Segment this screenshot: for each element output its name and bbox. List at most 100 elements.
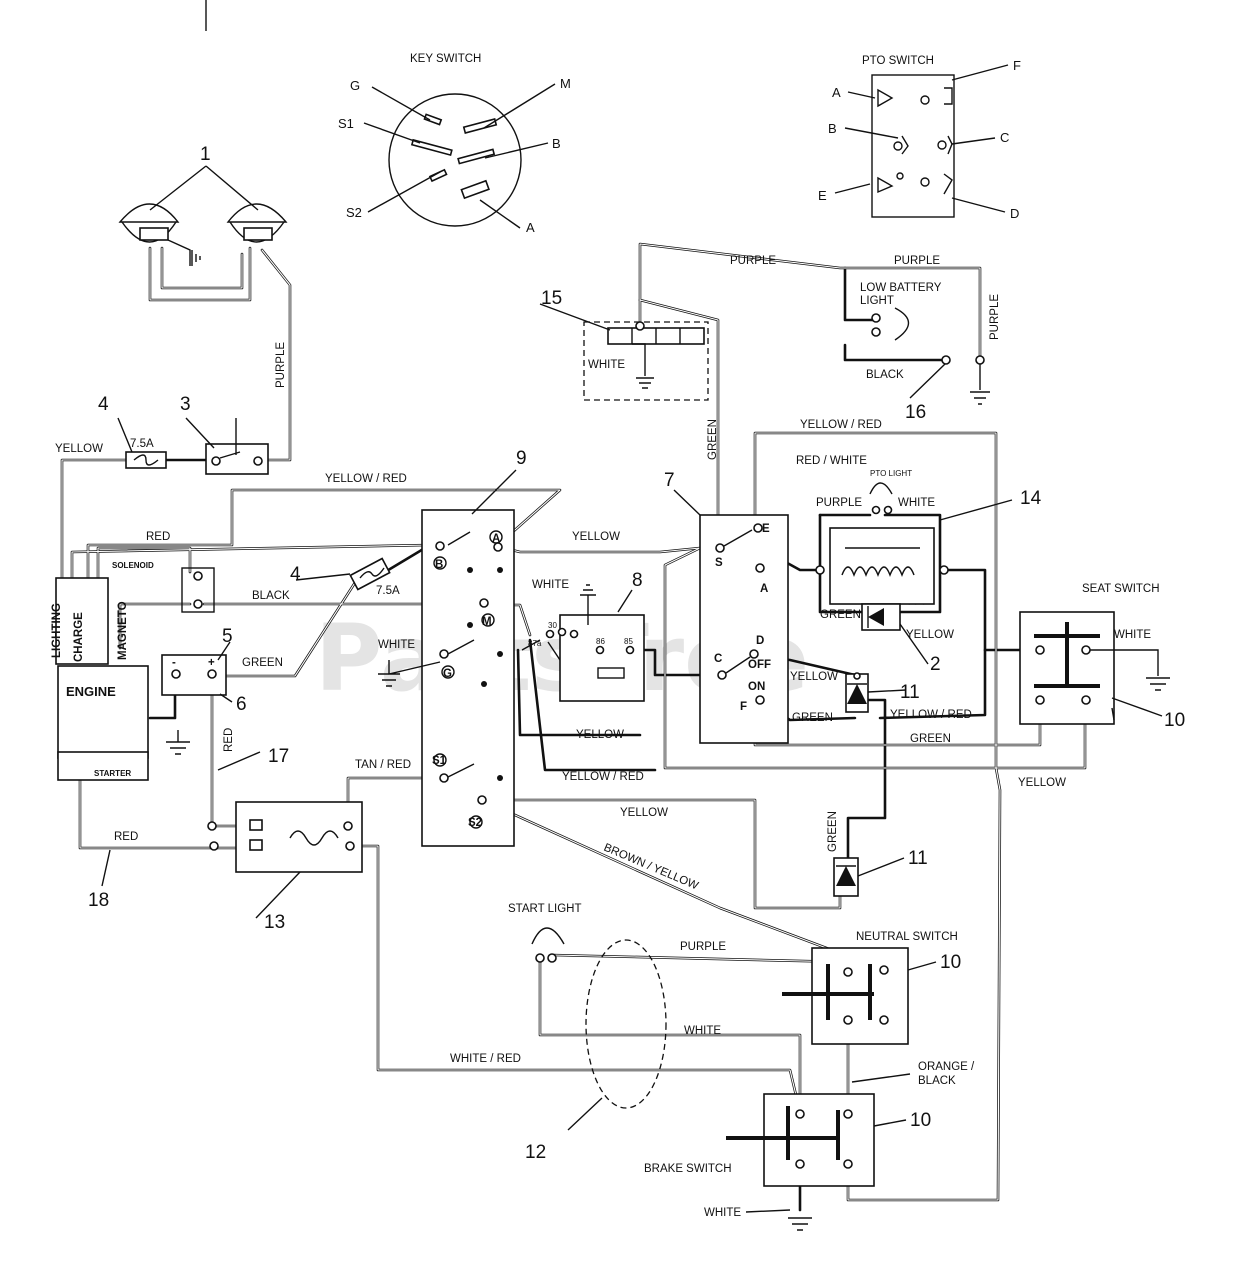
svg-text:7: 7: [664, 470, 675, 491]
relay-terminal-86: 86: [596, 637, 605, 646]
relay-8: 30 87a 86 85: [521, 584, 645, 702]
svg-text:+: +: [208, 657, 215, 669]
svg-text:WHITE: WHITE: [532, 579, 569, 591]
diode-11-upper: [845, 672, 869, 713]
svg-text:PURPLE: PURPLE: [894, 255, 940, 267]
relay-terminal-30: 30: [548, 621, 557, 630]
ptoblock-terminal-off: OFF: [748, 659, 771, 671]
key-terminal-b: B: [552, 136, 561, 151]
svg-text:3: 3: [180, 394, 191, 415]
pto-terminal-a: A: [832, 85, 841, 100]
keyblock-terminal-s1: S1: [432, 755, 447, 767]
keyblock-terminal-m: M: [482, 616, 492, 628]
pto-switch-block-7: E S A D OFF C ON F: [699, 514, 789, 744]
svg-text:18: 18: [88, 890, 109, 911]
ptoblock-terminal-s: S: [715, 557, 723, 569]
svg-text:2: 2: [930, 654, 941, 675]
keyblock-terminal-s2: S2: [468, 817, 482, 829]
svg-text:WHITE: WHITE: [588, 359, 625, 371]
key-terminal-a: A: [526, 220, 535, 235]
svg-text:11: 11: [900, 682, 920, 703]
fuse-middle: 7.5A: [349, 557, 400, 597]
key-terminal-s2: S2: [346, 205, 362, 220]
brake-switch: BRAKE SWITCH: [644, 1093, 875, 1231]
svg-text:WHITE: WHITE: [898, 497, 935, 509]
svg-text:PURPLE: PURPLE: [275, 342, 287, 388]
key-switch-block-9: A B M G S1 S2: [421, 509, 515, 847]
svg-text:10: 10: [910, 1110, 931, 1131]
svg-text:8: 8: [632, 570, 643, 591]
ptoblock-terminal-f: F: [740, 701, 747, 713]
svg-text:YELLOW: YELLOW: [55, 443, 103, 455]
neutral-switch: NEUTRAL SWITCH: [782, 931, 958, 1045]
diode-2: [861, 603, 901, 631]
svg-text:BLACK: BLACK: [252, 590, 290, 602]
pto-terminal-f: F: [1013, 58, 1021, 73]
key-terminal-m: M: [560, 76, 571, 91]
low-battery-label-2: LIGHT: [860, 295, 894, 307]
neutral-switch-title: NEUTRAL SWITCH: [856, 931, 958, 943]
svg-text:WHITE: WHITE: [1114, 629, 1151, 641]
key-switch-title: KEY SWITCH: [410, 53, 481, 65]
svg-text:GREEN: GREEN: [242, 657, 283, 669]
svg-text:17: 17: [268, 746, 289, 767]
svg-text:YELLOW: YELLOW: [576, 729, 624, 741]
key-terminal-s1: S1: [338, 116, 354, 131]
key-terminal-g: G: [350, 78, 360, 93]
pto-terminal-b: B: [828, 121, 837, 136]
keyblock-terminal-b: B: [435, 559, 443, 571]
svg-text:11: 11: [908, 848, 928, 869]
svg-text:10: 10: [1164, 710, 1185, 731]
engine-block: ENGINE STARTER LIGHTING CHARGE MAGNETO S…: [51, 561, 215, 781]
svg-text:YELLOW / RED: YELLOW / RED: [562, 771, 644, 783]
svg-text:GREEN: GREEN: [910, 733, 951, 745]
fuse-rating-top: 7.5A: [130, 438, 154, 450]
svg-text:GREEN: GREEN: [792, 712, 833, 724]
wire-labels: YELLOW YELLOW / RED RED BLACK GREEN WHIT…: [55, 255, 1151, 1219]
pto-switch-title: PTO SWITCH: [862, 55, 934, 67]
harness-bundle-12: [585, 939, 667, 1109]
svg-text:YELLOW: YELLOW: [906, 629, 954, 641]
ptoblock-terminal-d: D: [756, 635, 764, 647]
svg-text:YELLOW / RED: YELLOW / RED: [800, 419, 882, 431]
svg-text:YELLOW: YELLOW: [620, 807, 668, 819]
pto-clutch-14: PTO LIGHT: [815, 469, 949, 605]
svg-text:RED: RED: [146, 531, 170, 543]
svg-text:1: 1: [200, 144, 211, 165]
svg-text:RED: RED: [223, 728, 235, 752]
svg-text:10: 10: [940, 952, 961, 973]
pto-terminal-e: E: [818, 188, 827, 203]
low-battery-light: LOW BATTERY LIGHT: [860, 282, 990, 405]
svg-text:WHITE: WHITE: [684, 1025, 721, 1037]
svg-text:BLACK: BLACK: [866, 369, 904, 381]
relay-terminal-85: 85: [624, 637, 633, 646]
svg-text:5: 5: [222, 626, 233, 647]
svg-text:WHITE: WHITE: [704, 1207, 741, 1219]
svg-text:GREEN: GREEN: [820, 609, 861, 621]
svg-text:BLACK: BLACK: [918, 1075, 956, 1087]
ptoblock-terminal-on: ON: [748, 681, 765, 693]
svg-text:WHITE: WHITE: [378, 639, 415, 651]
svg-text:YELLOW: YELLOW: [790, 671, 838, 683]
ptoblock-terminal-e: E: [762, 523, 770, 535]
ptoblock-terminal-a: A: [760, 583, 768, 595]
engine-starter-label: STARTER: [94, 769, 131, 778]
svg-text:6: 6: [236, 694, 247, 715]
svg-text:9: 9: [516, 448, 527, 469]
svg-text:4: 4: [290, 564, 301, 585]
ground-symbol: [378, 660, 441, 687]
callout-numbers: 1 2 3 4 4 5 6 7 8 9 10 10 10 11 11 12 13…: [88, 144, 1185, 1163]
keyblock-terminal-a: A: [492, 533, 500, 545]
seat-switch-title: SEAT SWITCH: [1082, 583, 1160, 595]
pto-switch-diagram: PTO SWITCH A F B C E D: [818, 55, 1021, 221]
low-battery-label-1: LOW BATTERY: [860, 282, 942, 294]
engine-title: ENGINE: [66, 684, 116, 699]
seat-switch: SEAT SWITCH: [1019, 583, 1170, 725]
svg-text:PURPLE: PURPLE: [816, 497, 862, 509]
engine-magneto-label: MAGNETO: [117, 601, 129, 660]
svg-text:4: 4: [98, 394, 109, 415]
svg-text:-: -: [172, 657, 176, 669]
svg-text:GREEN: GREEN: [827, 811, 839, 852]
svg-text:12: 12: [525, 1142, 546, 1163]
